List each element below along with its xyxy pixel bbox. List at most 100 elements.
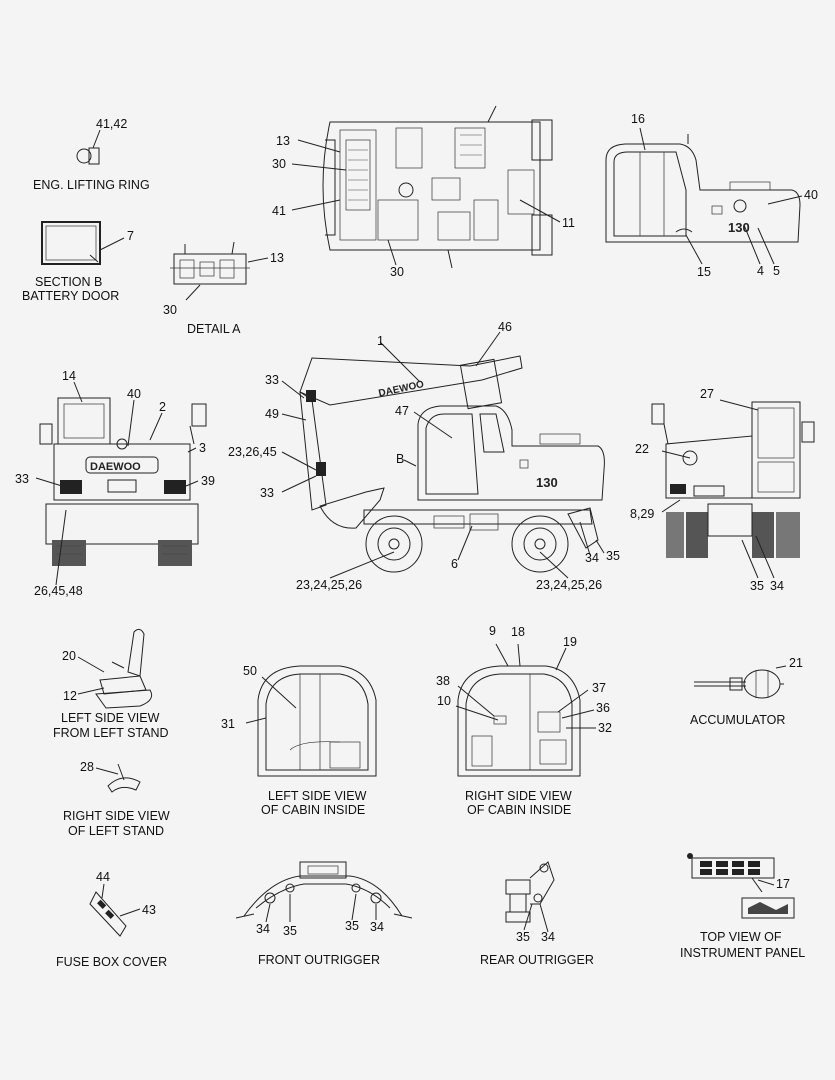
callout-32: 32	[598, 721, 612, 735]
callout-40-upper: 40	[804, 188, 818, 202]
callout-33-arm: 33	[260, 486, 274, 500]
callout-7: 7	[127, 229, 134, 243]
callout-17: 17	[776, 877, 790, 891]
callout-10: 10	[437, 694, 451, 708]
caption-rear-outrigger: REAR OUTRIGGER	[480, 953, 594, 967]
caption-from-left-stand: FROM LEFT STAND	[53, 726, 169, 740]
caption-of-left-stand: OF LEFT STAND	[68, 824, 164, 838]
callout-23-26-45: 23,26,45	[228, 445, 277, 459]
lifting-ring-drawing	[76, 129, 101, 165]
callout-46: 46	[498, 320, 512, 334]
callout-35-front-outrigger-right: 35	[345, 919, 359, 933]
callout-3: 3	[199, 441, 206, 455]
callout-13-plan: 13	[276, 134, 290, 148]
callout-40-rear: 40	[127, 387, 141, 401]
callout-14: 14	[62, 369, 76, 383]
callout-34-side: 34	[585, 551, 599, 565]
callout-15: 15	[697, 265, 711, 279]
callout-B: B	[396, 452, 404, 466]
callout-12: 12	[63, 689, 77, 703]
front-outrigger-drawing	[235, 861, 413, 923]
caption-left-side-view: LEFT SIDE VIEW	[61, 711, 160, 725]
callout-35-front-outrigger-left: 35	[283, 924, 297, 938]
callout-13-detail: 13	[270, 251, 284, 265]
callout-2: 2	[159, 400, 166, 414]
callout-20: 20	[62, 649, 76, 663]
callout-9: 9	[489, 624, 496, 638]
callout-18: 18	[511, 625, 525, 639]
callout-34-front-outrigger-right: 34	[370, 920, 384, 934]
caption-top-view-of: TOP VIEW OF	[700, 930, 782, 944]
callout-31: 31	[221, 717, 235, 731]
upper-structure-side-drawing: 130	[605, 127, 803, 265]
battery-door-drawing	[41, 221, 125, 265]
callout-34-front: 34	[770, 579, 784, 593]
callout-43: 43	[142, 903, 156, 917]
callout-39: 39	[201, 474, 215, 488]
callout-23-24-25-26-left: 23,24,25,26	[296, 578, 362, 592]
callout-34-rear-outrigger: 34	[541, 930, 555, 944]
callout-35-rear-outrigger: 35	[516, 930, 530, 944]
callout-30-plan-left: 30	[272, 157, 286, 171]
fuse-box-cover-drawing	[89, 883, 141, 937]
left-cabin-drawing	[245, 665, 377, 777]
caption-left-cabin: LEFT SIDE VIEW	[268, 789, 367, 803]
callout-38: 38	[436, 674, 450, 688]
left-stand-drawing	[95, 763, 141, 793]
callout-11: 11	[562, 216, 575, 230]
brand-decal-boom: DAEWOO	[378, 379, 426, 399]
callout-30-plan-bottom: 30	[390, 265, 404, 279]
caption-right-cabin: RIGHT SIDE VIEW	[465, 789, 572, 803]
caption-battery-door: BATTERY DOOR	[22, 289, 119, 303]
instrument-panel-drawing	[687, 853, 795, 919]
rear-view-drawing: DAEWOO	[35, 381, 207, 586]
callout-50: 50	[243, 664, 257, 678]
callout-6: 6	[451, 557, 458, 571]
callout-41-42: 41,42	[96, 117, 127, 131]
caption-of-cabin-inside-right: OF CABIN INSIDE	[467, 803, 571, 817]
callout-16: 16	[631, 112, 645, 126]
caption-instrument-panel: INSTRUMENT PANEL	[680, 946, 805, 960]
callout-22: 22	[635, 442, 649, 456]
callout-19: 19	[563, 635, 577, 649]
callout-33-rear: 33	[15, 472, 29, 486]
caption-section-b: SECTION B	[35, 275, 102, 289]
callout-1: 1	[377, 334, 384, 348]
caption-lifting-ring: ENG. LIFTING RING	[33, 178, 150, 192]
callout-35-front: 35	[750, 579, 764, 593]
callout-8-29: 8,29	[630, 507, 654, 521]
caption-front-outrigger: FRONT OUTRIGGER	[258, 953, 380, 967]
model-decal-main: 130	[536, 475, 558, 490]
callout-5: 5	[773, 264, 780, 278]
callout-30-detail: 30	[163, 303, 177, 317]
caption-fuse-box-cover: FUSE BOX COVER	[56, 955, 167, 969]
callout-23-24-25-26-right: 23,24,25,26	[536, 578, 602, 592]
callout-49: 49	[265, 407, 279, 421]
top-plan-view-drawing	[291, 105, 561, 269]
caption-of-cabin-inside-left: OF CABIN INSIDE	[261, 803, 365, 817]
callout-33-boom: 33	[265, 373, 279, 387]
callout-27: 27	[700, 387, 714, 401]
model-decal-upper: 130	[728, 220, 750, 235]
brand-decal-rear: DAEWOO	[90, 461, 141, 473]
callout-41: 41	[272, 204, 286, 218]
seat-stand-drawing	[77, 628, 153, 709]
detail-a-drawing	[170, 241, 269, 301]
callout-35-side: 35	[606, 549, 620, 563]
right-cabin-drawing	[455, 643, 596, 777]
callout-4: 4	[757, 264, 764, 278]
callout-34-front-outrigger-left: 34	[256, 922, 270, 936]
caption-right-side-view-stand: RIGHT SIDE VIEW	[63, 809, 170, 823]
caption-detail-a: DETAIL A	[187, 322, 241, 336]
caption-accumulator: ACCUMULATOR	[690, 713, 785, 727]
callout-26-45-48: 26,45,48	[34, 584, 83, 598]
callout-44: 44	[96, 870, 110, 884]
accumulator-drawing	[694, 665, 787, 699]
main-side-view-drawing: DAEWOO 130	[281, 331, 605, 579]
callout-47: 47	[395, 404, 409, 418]
callout-37: 37	[592, 681, 606, 695]
callout-36: 36	[596, 701, 610, 715]
callout-28: 28	[80, 760, 94, 774]
